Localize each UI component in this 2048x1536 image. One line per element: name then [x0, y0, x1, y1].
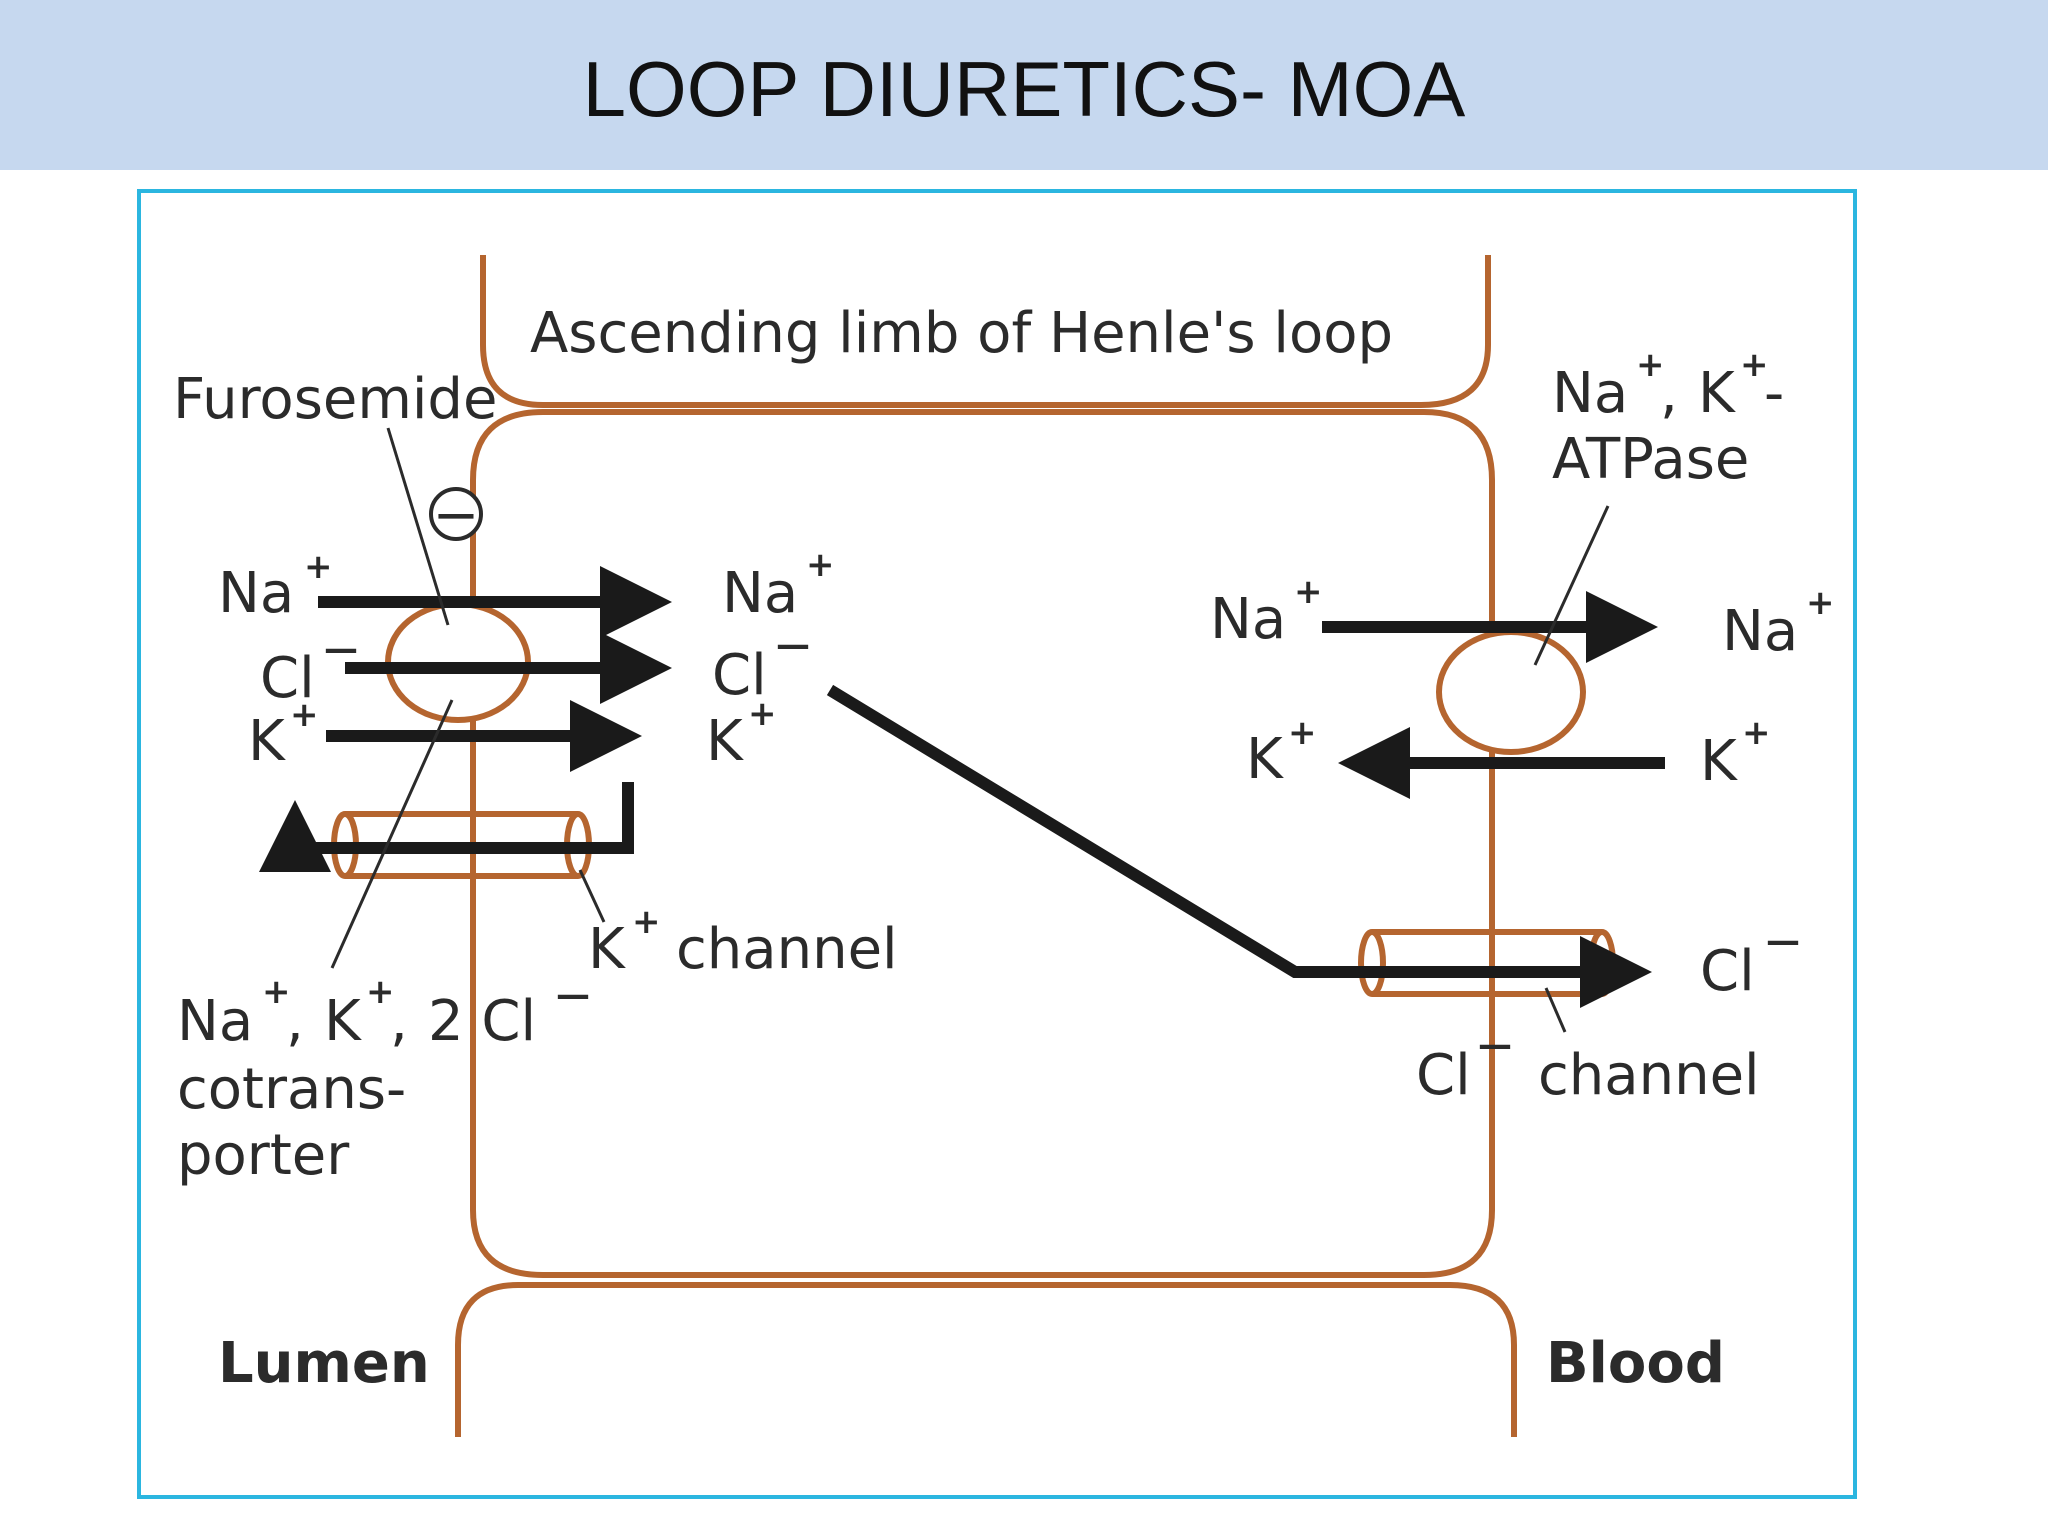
- cl-channel-label: channel: [1538, 1043, 1760, 1108]
- lumen-cl-minus: —: [324, 629, 358, 669]
- lumen-na-label: Na: [218, 561, 294, 626]
- furosemide-pointer: [386, 427, 450, 626]
- atpase-oval: [1436, 629, 1586, 755]
- upper-cell-boundary: [480, 255, 1491, 408]
- cotransporter-na: Na: [177, 989, 253, 1054]
- cotransporter-k-plus: +: [366, 972, 395, 1012]
- cl-channel-end-right: [1588, 929, 1616, 997]
- cell-k-label: K: [706, 709, 744, 774]
- basolateral-k-blood-label: K: [1700, 729, 1738, 794]
- limb-label: Ascending limb of Henle's loop: [530, 301, 1393, 366]
- cotransporter-k: K: [324, 989, 362, 1054]
- slide-title: LOOP DIURETICS- MOA: [582, 45, 1466, 133]
- k-channel-plus: +: [632, 902, 661, 942]
- atpase-line2: ATPase: [1552, 427, 1749, 492]
- cotransporter-line3: porter: [177, 1123, 350, 1188]
- lower-cell-boundary: [455, 1282, 1517, 1437]
- cl-channel-minus: —: [1478, 1025, 1512, 1065]
- cl-channel-end-left: [1358, 929, 1386, 997]
- k-channel-label: channel: [676, 917, 898, 982]
- inhibition-circle: [429, 487, 483, 541]
- lumen-na-plus: +: [304, 547, 333, 587]
- atpase-dash: -: [1764, 361, 1784, 426]
- cell-k-plus: +: [748, 694, 777, 734]
- cl-diffusion-arrow: [826, 684, 1652, 1008]
- cl-channel-pointer: [1544, 987, 1567, 1033]
- basolateral-k-blood-plus: +: [1742, 713, 1771, 753]
- diagram-frame: [137, 189, 1857, 1499]
- atpase-na-plus: +: [1636, 345, 1665, 385]
- blood-cl-minus: —: [1766, 921, 1800, 961]
- blood-label: Blood: [1546, 1331, 1725, 1396]
- blood-cl-label: Cl: [1700, 939, 1755, 1004]
- cotransporter-sep-1: ,: [286, 989, 304, 1054]
- cl-channel-ion: Cl: [1416, 1043, 1471, 1108]
- lumen-cl-label: Cl: [260, 646, 315, 711]
- k-recycle-arrow: [259, 782, 634, 872]
- cell-cl-label: Cl: [712, 643, 767, 708]
- basolateral-na-in-plus: +: [1294, 572, 1323, 612]
- cotransporter-sep-2: ,: [390, 989, 408, 1054]
- cotransporter-line2: cotrans-: [177, 1057, 406, 1122]
- cell-na-plus: +: [806, 545, 835, 585]
- furosemide-label: Furosemide: [173, 367, 497, 432]
- tubule-cell-boundary: [470, 409, 1495, 1278]
- basolateral-na-out-plus: +: [1806, 583, 1835, 623]
- k-channel-pointer: [578, 869, 606, 923]
- k-channel-ion: K: [588, 917, 626, 982]
- cotransporter-na-plus: +: [262, 972, 291, 1012]
- atpase-k-plus: +: [1740, 345, 1769, 385]
- atpase-pointer: [1533, 505, 1610, 666]
- cell-na-label: Na: [722, 561, 798, 626]
- cotransporter-cl-minus: —: [556, 975, 590, 1015]
- cotransporter-pointer: [330, 699, 454, 969]
- atpase-k: K: [1698, 361, 1736, 426]
- cell-cl-minus: —: [776, 625, 810, 665]
- atpase-sep: ,: [1660, 361, 1678, 426]
- title-bar: LOOP DIURETICS- MOA: [0, 0, 2048, 170]
- lumen-k-plus: +: [290, 695, 319, 735]
- atpase-na: Na: [1552, 361, 1628, 426]
- cotransporter-cl: 2 Cl: [428, 989, 536, 1054]
- inhibition-icon: −: [433, 483, 480, 548]
- basolateral-na-out-label: Na: [1722, 599, 1798, 664]
- lumen-label: Lumen: [218, 1331, 430, 1396]
- basolateral-k-cell-label: K: [1246, 727, 1284, 792]
- basolateral-k-cell-plus: +: [1288, 713, 1317, 753]
- basolateral-na-in-label: Na: [1210, 587, 1286, 652]
- lumen-k-label: K: [248, 709, 286, 774]
